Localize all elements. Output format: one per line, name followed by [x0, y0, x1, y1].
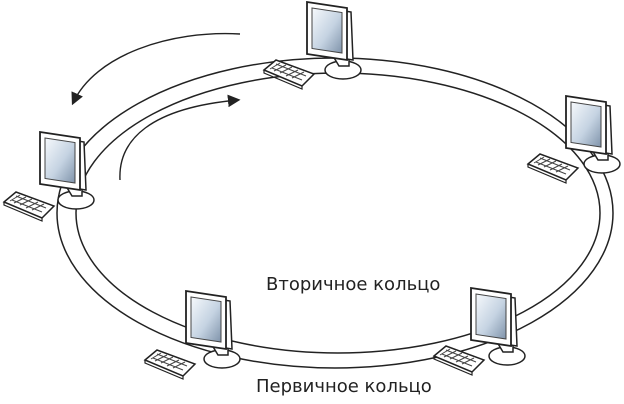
direction-arrow-icon — [71, 32, 241, 106]
primary-ring-label: Первичное кольцо — [256, 376, 432, 397]
primary-ring — [56, 57, 614, 369]
keyboard-icon — [433, 345, 485, 376]
secondary-ring-label: Вторичное кольцо — [266, 274, 441, 295]
keyboard-icon — [144, 349, 196, 380]
secondary-ring — [75, 72, 601, 354]
workstation-bottom-left — [144, 290, 241, 380]
keyboard-icon — [3, 191, 55, 222]
workstation-top — [263, 1, 362, 90]
keyboard-icon — [527, 153, 579, 184]
computer-monitor-icon — [306, 1, 362, 80]
computer-monitor-icon — [470, 287, 526, 366]
workstation-left — [3, 131, 95, 222]
computer-monitor-icon — [565, 95, 621, 174]
keyboard-icon — [263, 59, 315, 90]
direction-arrow-icon — [119, 94, 241, 181]
computer-monitor-icon — [185, 290, 241, 369]
workstation-bottom-right — [433, 287, 526, 376]
